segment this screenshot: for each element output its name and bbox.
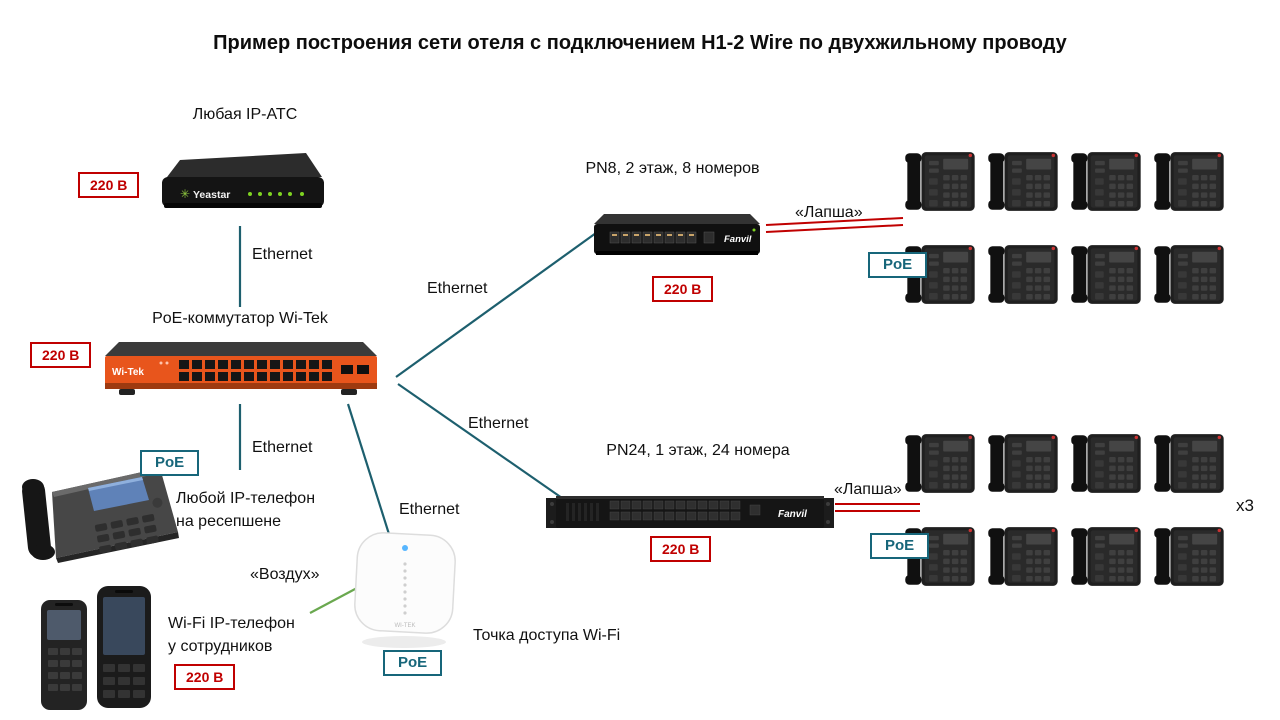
vozduh-line [309,587,358,614]
room-phone [988,150,1060,213]
reception-phone-device [22,468,179,563]
pn24-phone-group [905,432,1226,588]
pn24-label: PN24, 1 этаж, 24 номера [606,442,790,459]
room-phone [1071,525,1143,588]
room-phone [988,243,1060,306]
room-phone [988,525,1060,588]
ap-label: Точка доступа Wi-Fi [473,627,621,644]
switch-device: Wi-Tek [105,342,377,395]
pn8-power-badge: 220 В [652,276,714,302]
room-phone [1154,432,1226,495]
reception-label-line2: на ресепшене [176,513,282,530]
pbx-power-badge: 220 В [78,172,140,198]
reception-label: Любой IP-телефон на ресепшене [176,487,315,533]
yeastar-logo-icon: ✳ [180,187,190,201]
room-phone [1154,243,1226,306]
reception-poe-badge: PoE [140,450,200,476]
pn8-phone-group [905,150,1226,306]
switch-ports-icon [179,360,369,381]
pn24-power-badge: 220 В [650,536,712,562]
ethernet-label-pn8: Ethernet [427,280,488,297]
pn8-ports-icon [609,231,715,244]
room-phone [988,432,1060,495]
ethernet-label-pbx: Ethernet [252,246,313,263]
diagram-title: Пример построения сети отеля с подключен… [213,32,1067,54]
ap-brand: WI-TEK [395,623,416,629]
pbx-device: ✳ Yeastar [162,153,324,208]
pn24-poe-badge: PoE [870,533,930,559]
pn24-multiplier: x3 [1236,496,1254,515]
pn24-device: Fanvil [546,496,834,528]
room-phone [1071,243,1143,306]
ethernet-label-ap: Ethernet [399,501,460,518]
lapsha-lines [765,217,920,512]
pn8-brand: Fanvil [724,234,752,245]
pn8-label: PN8, 2 этаж, 8 номеров [585,160,760,177]
ap-led-icon [402,545,408,551]
room-phone [1154,525,1226,588]
switch-label: PoE-коммутатор Wi-Tek [152,310,328,327]
reception-phone-handset-icon [22,479,55,560]
room-phone [1071,150,1143,213]
room-phone [1071,432,1143,495]
ap-groove-icon [403,562,407,615]
wifi-phone-label-line2: у сотрудников [168,638,273,655]
wifi-handset1-keys-icon [48,648,82,691]
room-phone [905,150,977,213]
pn24-brand: Fanvil [778,509,807,520]
ethernet-label-reception: Ethernet [252,439,313,456]
ethernet-lines [238,226,597,551]
pbx-brand: Yeastar [193,189,230,201]
ap-device: WI-TEK [354,532,456,648]
pbx-label: Любая IP-АТС [192,106,298,123]
vozduh-label: «Воздух» [250,566,320,583]
lapsha-label-pn8: «Лапша» [795,204,863,221]
ap-poe-badge: PoE [383,650,443,676]
reception-label-line1: Любой IP-телефон [176,490,316,507]
pn8-device: Fanvil [594,214,760,255]
pn24-vents-icon [566,503,599,521]
reception-phone-keys-icon [94,497,163,554]
pbx-leds-icon [248,192,304,196]
wifi-handset2-keys-icon [103,664,145,698]
room-phone [905,432,977,495]
lapsha-label-pn24: «Лапша» [834,481,902,498]
room-phone [1154,150,1226,213]
wifi-phone-label-line1: Wi-Fi IP-телефон [168,615,295,632]
switch-power-badge: 220 В [30,342,92,368]
switch-brand: Wi-Tek [112,367,144,378]
wifi-phone-power-badge: 220 В [174,664,236,690]
pn8-poe-badge: PoE [868,252,928,278]
pn8-port-pins-icon [612,234,694,236]
wifi-phone-label: Wi-Fi IP-телефон у сотрудников [168,612,295,658]
ethernet-label-pn24: Ethernet [468,415,529,432]
pn24-ports-icon [609,500,761,521]
wifi-handsets-device [41,586,151,710]
